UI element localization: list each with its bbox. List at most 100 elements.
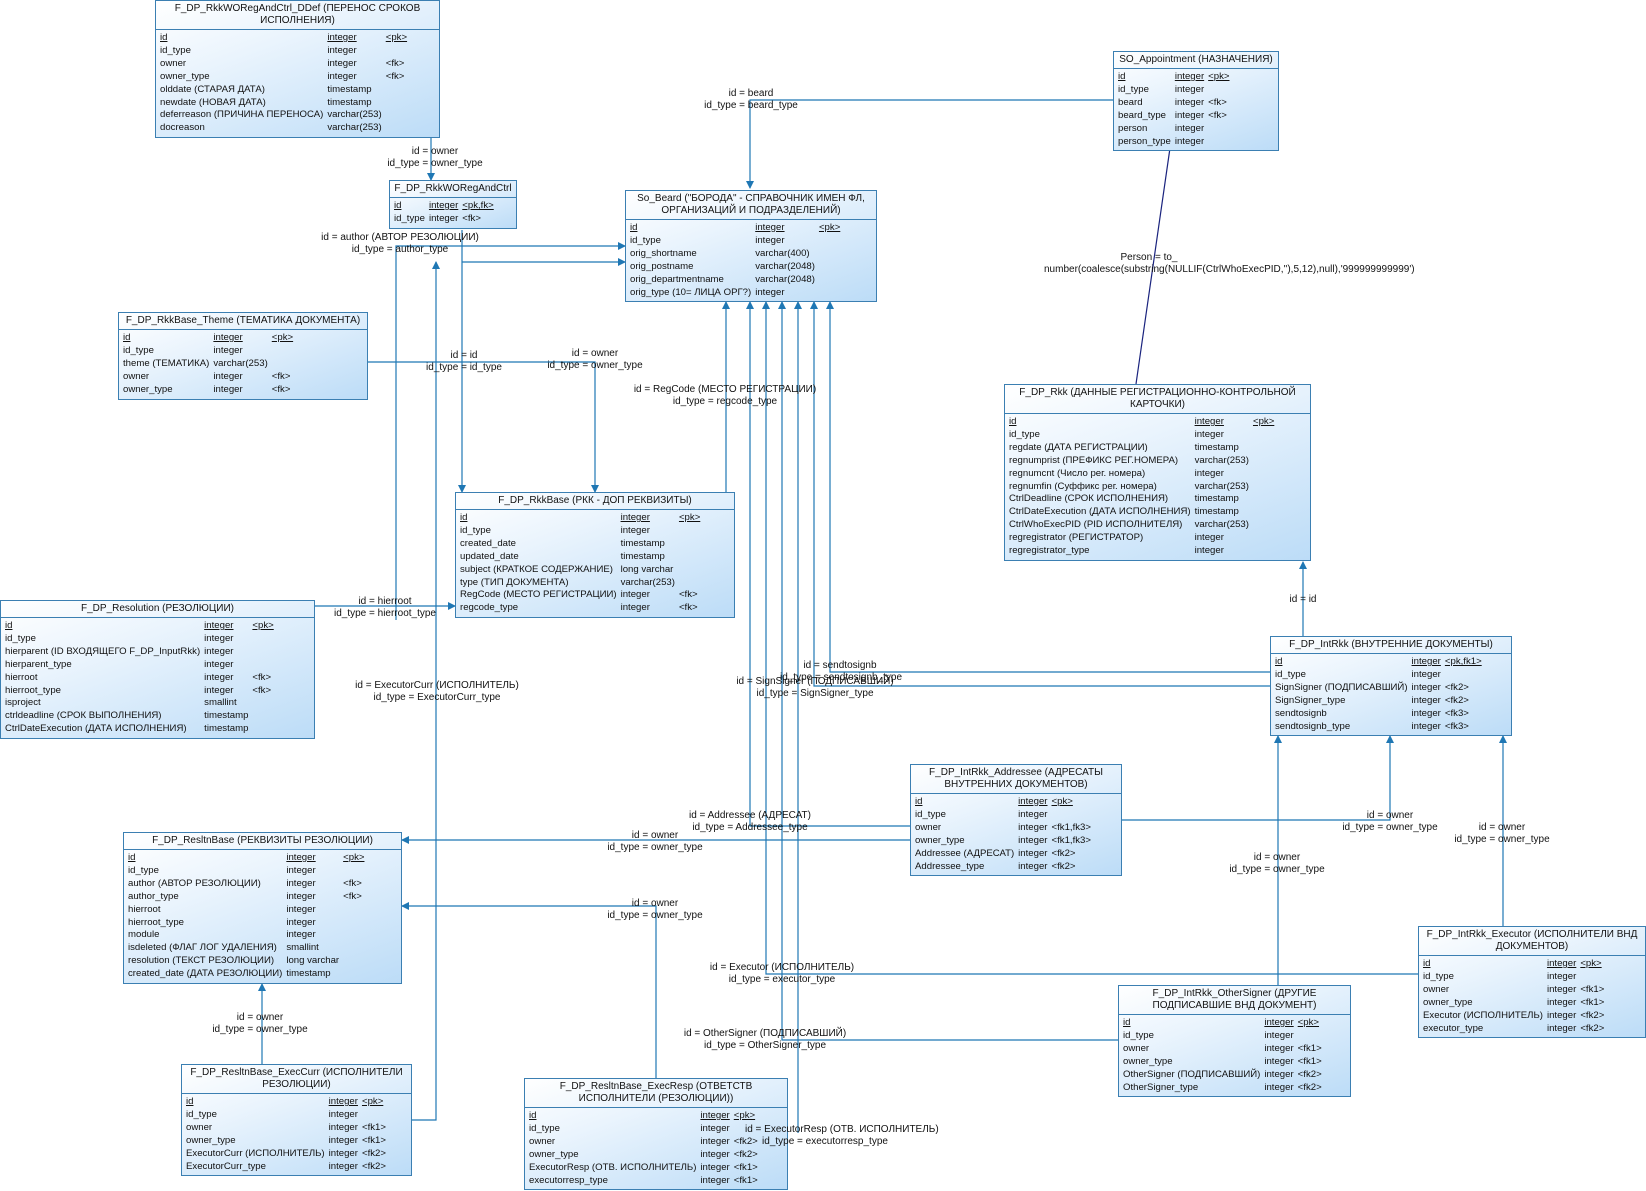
entity-intrkk-addressee[interactable]: F_DP_IntRkk_Addressee (АДРЕСАТЫ ВНУТРЕНН… <box>910 764 1122 877</box>
column-row[interactable]: resolution (ТЕКСТ РЕЗОЛЮЦИИ)long varchar <box>128 955 368 968</box>
column-row[interactable]: CtrlDeadline (СРОК ИСПОЛНЕНИЯ)timestamp <box>1009 493 1278 506</box>
entity-resltnbase-execcurr[interactable]: F_DP_ResltnBase_ExecCurr (ИСПОЛНИТЕЛИ РЕ… <box>181 1064 412 1177</box>
column-row[interactable]: CtrlWhoExecPID (PID ИСПОЛНИТЕЛЯ)varchar(… <box>1009 519 1278 532</box>
column-row[interactable]: theme (ТЕМАТИКА)varchar(253) <box>123 358 297 371</box>
column-row[interactable]: subject (КРАТКОЕ СОДЕРЖАНИЕ)long varchar <box>460 564 704 577</box>
column-row[interactable]: regregistrator (РЕГИСТРАТОР)integer <box>1009 532 1278 545</box>
entity-resltnbase-execresp[interactable]: F_DP_ResltnBase_ExecResp (ОТВЕТСТВ ИСПОЛ… <box>524 1078 788 1191</box>
column-row[interactable]: olddate (СТАРАЯ ДАТА)timestamp <box>160 84 411 97</box>
column-row[interactable]: RegCode (МЕСТО РЕГИСТРАЦИИ)integer<fk> <box>460 589 704 602</box>
column-row[interactable]: orig_type (10= ЛИЦА ОРГ?)integer <box>630 287 844 300</box>
column-row[interactable]: type (ТИП ДОКУМЕНТА)varchar(253) <box>460 577 704 590</box>
column-row[interactable]: isdeleted (ФЛАГ ЛОГ УДАЛЕНИЯ)smallint <box>128 942 368 955</box>
column-row[interactable]: newdate (НОВАЯ ДАТА)timestamp <box>160 97 411 110</box>
column-row[interactable]: author (АВТОР РЕЗОЛЮЦИИ)integer<fk> <box>128 878 368 891</box>
entity-intrkk-othersigner[interactable]: F_DP_IntRkk_OtherSigner (ДРУГИЕ ПОДПИСАВ… <box>1118 985 1351 1098</box>
column-row[interactable]: regnumprist (ПРЕФИКС РЕГ.НОМЕРА)varchar(… <box>1009 455 1278 468</box>
column-row[interactable]: CtrlDateExecution (ДАТА ИСПОЛНЕНИЯ)times… <box>1009 506 1278 519</box>
column-row[interactable]: Executor (ИСПОЛНИТЕЛЬ)integer<fk2> <box>1423 1010 1608 1023</box>
column-row[interactable]: ExecutorCurr (ИСПОЛНИТЕЛЬ)integer<fk2> <box>186 1148 390 1161</box>
column-row[interactable]: regnumfin (Суффикс рег. номера)varchar(2… <box>1009 481 1278 494</box>
entity-rkk[interactable]: F_DP_Rkk (ДАННЫЕ РЕГИСТРАЦИОННО-КОНТРОЛЬ… <box>1004 384 1311 561</box>
entity-rkkbase-theme[interactable]: F_DP_RkkBase_Theme (ТЕМАТИКА ДОКУМЕНТА)i… <box>118 312 368 400</box>
entity-intrkk-executor[interactable]: F_DP_IntRkk_Executor (ИСПОЛНИТЕЛИ ВНД ДО… <box>1418 926 1646 1039</box>
column-row[interactable]: Addressee (АДРЕСАТ)integer<fk2> <box>915 848 1095 861</box>
column-row[interactable]: regnumcnt (Число рег. номера)integer <box>1009 468 1278 481</box>
column-row[interactable]: CtrlDateExecution (ДАТА ИСПОЛНЕНИЯ)times… <box>5 723 278 736</box>
column-row[interactable]: SignSigner (ПОДПИСАВШИЙ)integer<fk2> <box>1275 682 1486 695</box>
entity-rkkworegandctrl-ddef[interactable]: F_DP_RkkWORegAndCtrl_DDef (ПЕРЕНОС СРОКО… <box>155 0 440 139</box>
entity-so-beard[interactable]: So_Beard ("БОРОДА" - СПРАВОЧНИК ИМЕН ФЛ,… <box>625 190 877 303</box>
column-row[interactable]: created_date (ДАТА РЕЗОЛЮЦИИ)timestamp <box>128 968 368 981</box>
column-row[interactable]: hierparent (ID ВХОДЯЩЕГО F_DP_InputRkk)i… <box>5 646 278 659</box>
